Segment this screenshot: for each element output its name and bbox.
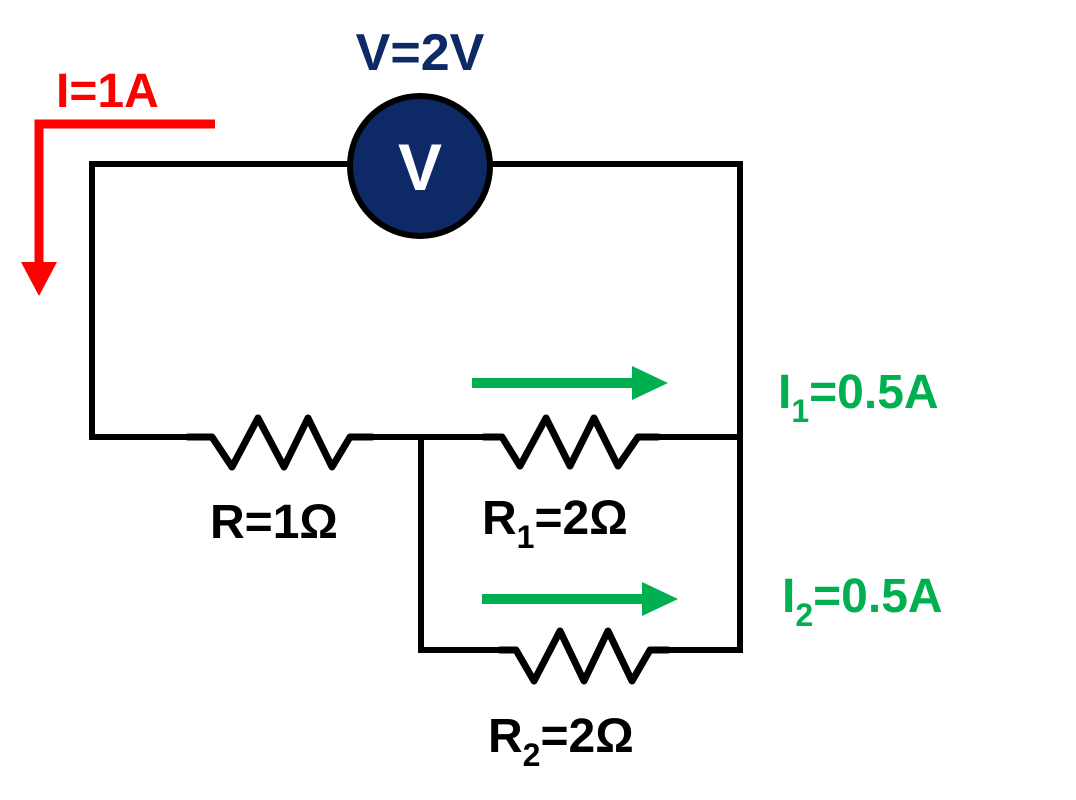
resistor-zigzag-icon bbox=[184, 414, 376, 471]
current1-arrow-icon bbox=[472, 366, 668, 400]
resistor2-label-main: R bbox=[488, 710, 523, 763]
resistor-zigzag-icon bbox=[480, 414, 662, 470]
resistor-zigzag-icon bbox=[496, 627, 672, 685]
resistor1-label-value: =2Ω bbox=[534, 492, 627, 545]
current2-label-subscript: 2 bbox=[795, 597, 813, 633]
wire-top-left bbox=[89, 161, 353, 440]
voltmeter-symbol: V bbox=[398, 130, 442, 204]
wire-top-right bbox=[487, 161, 743, 440]
total-current-arrow-icon bbox=[21, 119, 215, 296]
circuit-wires bbox=[89, 161, 743, 653]
resistor1-label-subscript: 1 bbox=[517, 519, 535, 555]
current1-label: I1=0.5A bbox=[778, 366, 939, 429]
voltmeter-icon: V bbox=[347, 93, 493, 239]
current2-label-main: I bbox=[782, 570, 795, 623]
resistor2-label-value: =2Ω bbox=[540, 710, 633, 763]
current2-label: I2=0.5A bbox=[782, 570, 943, 633]
current1-label-value: =0.5A bbox=[809, 366, 938, 419]
total-current-label: I=1A bbox=[56, 65, 159, 118]
current1-label-main: I bbox=[778, 366, 791, 419]
current2-label-value: =0.5A bbox=[813, 570, 942, 623]
wire-branch-right bbox=[665, 434, 743, 653]
total-current-arrow-line bbox=[34, 119, 215, 265]
voltmeter-circle bbox=[347, 93, 493, 239]
voltage-label: V=2V bbox=[356, 24, 485, 82]
resistor1-label: R1=2Ω bbox=[482, 492, 628, 555]
resistor2-label-subscript: 2 bbox=[523, 737, 541, 773]
current1-arrow-head bbox=[632, 366, 668, 400]
current2-arrow-head bbox=[642, 582, 678, 616]
resistor2-label: R2=2Ω bbox=[488, 710, 634, 773]
wire-branch-left bbox=[418, 434, 503, 653]
current2-arrow-icon bbox=[482, 582, 678, 616]
current1-label-subscript: 1 bbox=[791, 393, 809, 429]
resistor1-label-main: R bbox=[482, 492, 517, 545]
total-current-arrow-head bbox=[21, 262, 57, 296]
resistor-series-label: R=1Ω bbox=[210, 496, 338, 549]
